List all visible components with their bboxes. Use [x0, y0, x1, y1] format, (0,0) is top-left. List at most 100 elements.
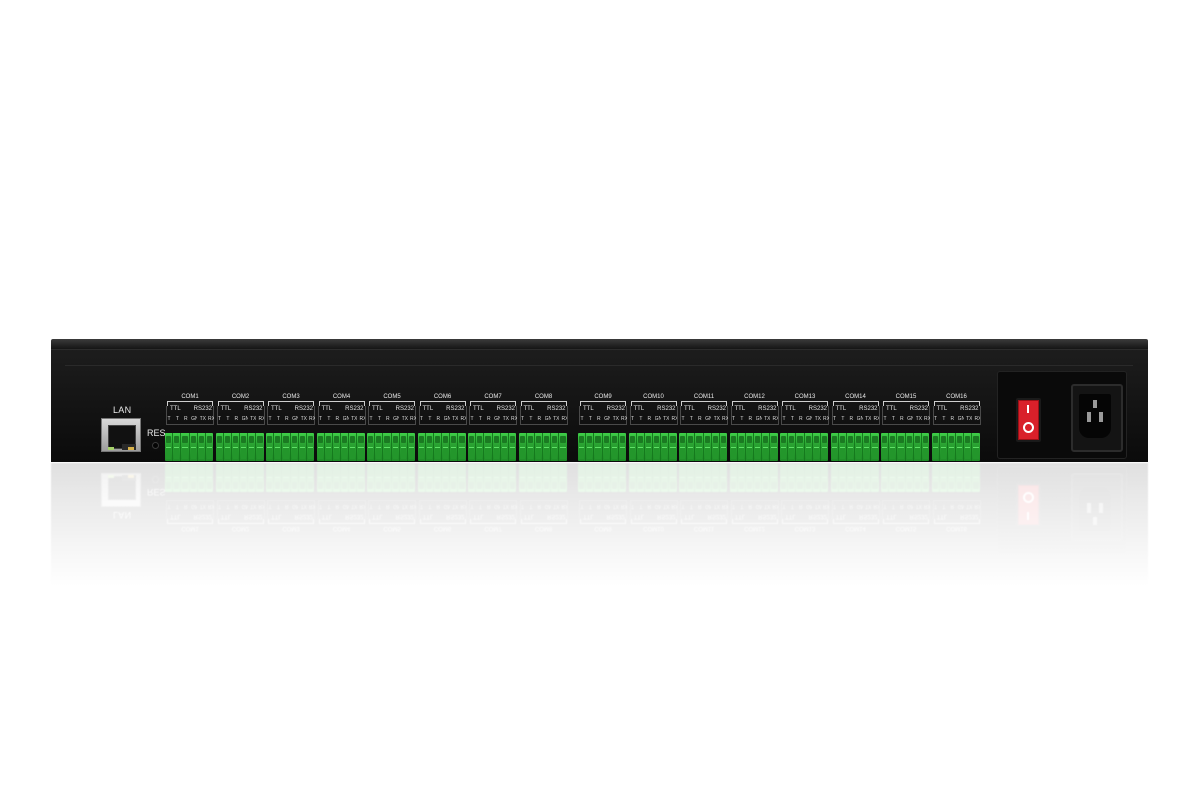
iec-power-inlet-icon[interactable]	[1071, 384, 1123, 452]
pin-label: GND	[292, 416, 299, 422]
terminal-block[interactable]	[830, 433, 879, 461]
terminal-screw	[357, 433, 364, 461]
terminal-block[interactable]	[165, 433, 213, 461]
pin-label-grid	[629, 406, 678, 425]
terminal-screw	[468, 433, 477, 461]
terminal-screw	[341, 433, 350, 461]
terminal-block[interactable]	[729, 433, 778, 461]
pin-labels: TTRGNDTXRX	[217, 415, 265, 424]
rs232-label: RS232	[345, 406, 364, 412]
pin-label: TX	[553, 416, 560, 422]
pin-label: RX	[359, 416, 366, 422]
terminal-screw	[442, 433, 451, 461]
pin-label: T	[832, 416, 837, 422]
terminal-block[interactable]	[931, 433, 980, 461]
terminal-block[interactable]	[518, 433, 567, 461]
terminal-screw	[637, 433, 645, 461]
terminal-screw	[788, 433, 797, 461]
pin-label: R	[596, 416, 601, 422]
terminal-screw	[922, 433, 929, 461]
com-port-7: COM7TTLRS232TTRGNDTXRX	[468, 393, 518, 473]
com-port-15: COM15TTLRS232TTRGNDTXRX	[881, 393, 931, 473]
ttl-label: TTL	[835, 406, 847, 412]
terminal-block[interactable]	[316, 433, 365, 461]
terminal-screw	[198, 433, 206, 461]
pin-label: T	[217, 416, 222, 422]
pin-label: TX	[351, 416, 358, 422]
terminal-screw	[831, 433, 839, 461]
terminal-screw	[551, 433, 560, 461]
terminal-block[interactable]	[578, 433, 626, 461]
terminal-screw	[173, 433, 182, 461]
label-bracket	[933, 401, 980, 406]
pin-label: T	[520, 416, 525, 422]
rj45-port-icon[interactable]	[101, 418, 141, 452]
terminal-screw	[611, 433, 619, 461]
terminal-screw	[863, 433, 872, 461]
rs232-label: RS232	[909, 406, 928, 412]
terminal-screw	[400, 433, 408, 461]
terminal-screw	[805, 433, 813, 461]
com-port-5: COM5TTLRS232TTRGNDTXRX	[367, 393, 417, 473]
pin-label: RX	[822, 416, 829, 422]
serial-server-chassis: LAN RES COM1TTLRS232TTRGNDTXRXCOM2TTLRS2…	[51, 339, 1148, 462]
terminal-screw	[889, 433, 898, 461]
terminal-block[interactable]	[881, 433, 929, 461]
terminal-block[interactable]	[367, 433, 415, 461]
pin-label: RX	[671, 416, 678, 422]
pin-label-grid	[166, 406, 214, 425]
terminal-screw	[317, 433, 325, 461]
pin-label: TX	[966, 416, 973, 422]
terminal-block[interactable]	[215, 433, 264, 461]
pin-label-grid	[831, 406, 880, 425]
pin-label: R	[335, 416, 340, 422]
pin-label: T	[588, 416, 592, 422]
terminal-screw	[770, 433, 777, 461]
pin-label-grid	[579, 406, 627, 425]
rocker-switch-icon[interactable]	[1016, 398, 1041, 442]
com-port-label: COM2	[231, 394, 250, 400]
rs232-label: RS232	[395, 406, 414, 412]
rs232-label: RS232	[496, 406, 515, 412]
terminal-block[interactable]	[468, 433, 516, 461]
ttl-label: TTL	[633, 406, 645, 412]
terminal-screw	[871, 433, 878, 461]
panel-divider	[65, 365, 1133, 366]
terminal-screw	[190, 433, 198, 461]
pin-label: GND	[241, 416, 248, 422]
terminal-block[interactable]	[780, 433, 828, 461]
terminal-screw	[216, 433, 224, 461]
terminal-block[interactable]	[679, 433, 727, 461]
terminal-screw	[206, 433, 213, 461]
pin-label: T	[790, 416, 794, 422]
pin-label: RX	[258, 416, 265, 422]
ttl-label: TTL	[734, 406, 746, 412]
terminal-screw	[956, 433, 965, 461]
terminal-screw	[881, 433, 890, 461]
terminal-screw	[629, 433, 637, 461]
terminal-screw	[679, 433, 688, 461]
terminal-screw	[559, 433, 566, 461]
terminal-screw	[695, 433, 704, 461]
label-bracket	[883, 401, 929, 406]
label-bracket	[782, 401, 828, 406]
terminal-screw	[914, 433, 922, 461]
ttl-label: TTL	[372, 406, 383, 412]
pin-labels: TTRGNDTXRX	[469, 415, 517, 424]
com-port-label: COM13	[794, 394, 816, 400]
reset-button[interactable]	[152, 442, 159, 449]
reflection-fade	[40, 463, 1160, 593]
com-port-13: COM13TTLRS232TTRGNDTXRX	[780, 393, 830, 473]
pin-label: T	[841, 416, 845, 422]
terminal-block[interactable]	[628, 433, 677, 461]
pin-label: GND	[544, 416, 551, 422]
terminal-screw	[509, 433, 516, 461]
com-port-label: COM9	[594, 394, 612, 400]
ttl-label: TTL	[422, 406, 434, 412]
com-port-label: COM3	[282, 394, 300, 400]
pin-label: T	[681, 416, 685, 422]
terminal-screw	[476, 433, 485, 461]
terminal-block[interactable]	[266, 433, 314, 461]
terminal-block[interactable]	[417, 433, 466, 461]
terminal-screw	[333, 433, 342, 461]
